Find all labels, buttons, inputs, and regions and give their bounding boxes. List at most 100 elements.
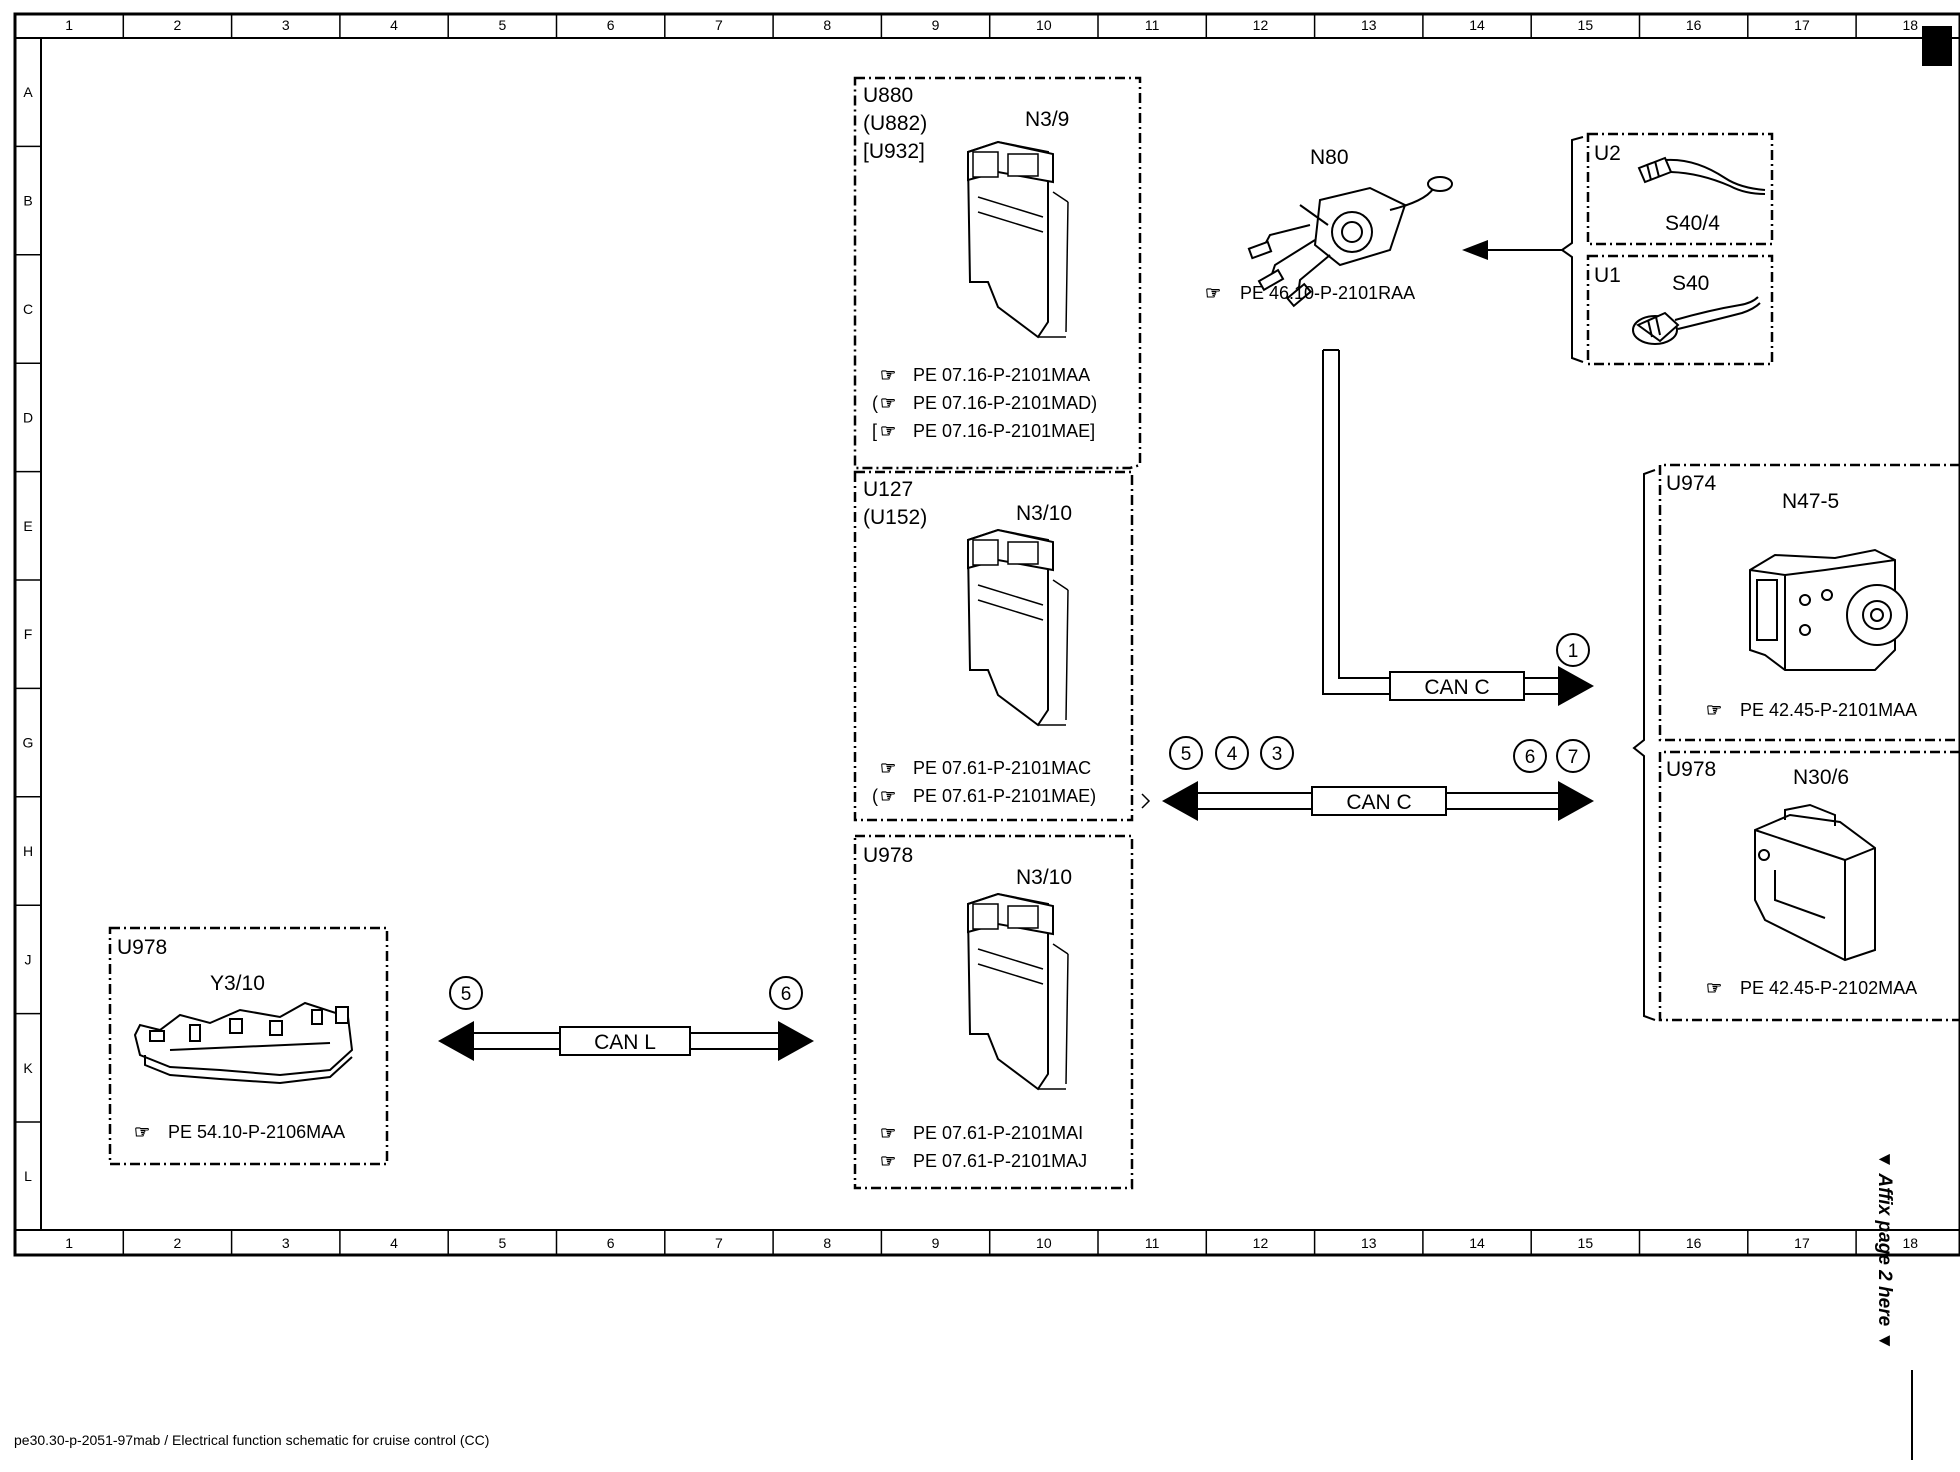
connector-marker xyxy=(1215,736,1249,770)
n3-10-upper-label: N3/10 xyxy=(1016,502,1072,525)
ecu-icon xyxy=(967,892,1069,1091)
steering-column-module-icon xyxy=(1247,176,1453,308)
footer-caption: pe30.30-p-2051-97mab / Electrical functi… xyxy=(14,1432,490,1448)
grid-column-label: 17 xyxy=(1794,1235,1810,1251)
grid-row-label: D xyxy=(23,409,33,425)
n3-10-upper-code-1: U127 xyxy=(863,478,913,501)
n3-10-upper-ref-2: PE 07.61-P-2101MAE) xyxy=(913,786,1096,806)
grid-column-label: 13 xyxy=(1361,1235,1377,1251)
grid-column-label: 3 xyxy=(282,17,290,33)
s40-label: S40 xyxy=(1672,272,1709,295)
grid-row-label: H xyxy=(23,843,33,859)
book-icon: ☞ xyxy=(1706,978,1722,998)
connector-marker xyxy=(769,976,803,1010)
book-icon: ☞ xyxy=(134,1122,150,1142)
grid-column-label: 2 xyxy=(174,1235,182,1251)
connector-marker xyxy=(1260,736,1294,770)
n47-5-code: U974 xyxy=(1666,472,1717,495)
grid-row-label: J xyxy=(25,951,32,967)
book-icon: ☞ xyxy=(880,393,896,413)
connector-marker xyxy=(1513,739,1547,773)
connector-marker xyxy=(449,976,483,1010)
n3-9-ref-2: PE 07.16-P-2101MAD) xyxy=(913,393,1097,413)
n3-9-group: U880 (U882) [U932] N3/9 ☞ PE 07.16-P-210… xyxy=(853,76,1142,470)
grid-column-label: 1 xyxy=(65,17,73,33)
arrow-head xyxy=(1462,240,1488,260)
n47-5-ref: PE 42.45-P-2101MAA xyxy=(1740,700,1917,720)
page-tab-marker xyxy=(1922,26,1952,66)
n80-group: N80 ☞ PE 46.10-P-2101RAA xyxy=(1205,146,1453,308)
connector-marker-label: 3 xyxy=(1272,744,1283,765)
grid-column-label: 4 xyxy=(390,1235,398,1251)
n80-label: N80 xyxy=(1310,146,1349,169)
grid-column-label: 12 xyxy=(1253,17,1269,33)
can-c-mid-label: CAN C xyxy=(1346,791,1411,814)
affix-note-text: Affix page 2 here xyxy=(1874,1173,1895,1327)
grid-column-label: 15 xyxy=(1578,17,1594,33)
grid-column-label: 12 xyxy=(1253,1235,1269,1251)
can-c-top-bus: CAN C 1 xyxy=(1322,349,1594,706)
book-icon: ☞ xyxy=(880,365,896,385)
can-c-mid-bus: CAN C 5 4 3 6 7 xyxy=(1141,736,1594,821)
n30-6-ref: PE 42.45-P-2102MAA xyxy=(1740,978,1917,998)
n80-ref: PE 46.10-P-2101RAA xyxy=(1240,283,1415,303)
grid-column-label: 6 xyxy=(607,1235,615,1251)
grid-row-label: A xyxy=(23,84,33,100)
can-c-top-label: CAN C xyxy=(1424,676,1489,699)
ecu-icon xyxy=(967,528,1069,727)
s40-4-code: U2 xyxy=(1594,142,1621,165)
grid-row-label: K xyxy=(23,1060,33,1076)
book-icon: ☞ xyxy=(880,1123,896,1143)
n3-10-upper-group: U127 (U152) N3/10 ☞ PE 07.61-P-2101MAC (… xyxy=(853,470,1134,822)
switch-lever-icon xyxy=(1632,296,1761,345)
n3-10-lower-code: U978 xyxy=(863,844,913,867)
grid-column-label: 16 xyxy=(1686,1235,1702,1251)
grid-column-label: 18 xyxy=(1902,17,1918,33)
n3-9-ref-1: PE 07.16-P-2101MAA xyxy=(913,365,1090,385)
y3-10-label: Y3/10 xyxy=(210,972,265,995)
grid-column-label: 16 xyxy=(1686,17,1702,33)
s40-code: U1 xyxy=(1594,264,1621,287)
grid-column-labels: 1122334455667788991010111112121313141415… xyxy=(65,14,1918,1255)
n3-10-lower-ref-1: PE 07.61-P-2101MAI xyxy=(913,1123,1083,1143)
grid-column-label: 14 xyxy=(1469,17,1485,33)
connector-marker-label: 7 xyxy=(1568,747,1579,768)
s40-4-label: S40/4 xyxy=(1665,212,1720,235)
grid-column-label: 11 xyxy=(1145,1235,1160,1251)
grid-column-label: 9 xyxy=(932,17,940,33)
grid-column-label: 5 xyxy=(498,1235,506,1251)
grid-column-label: 7 xyxy=(715,17,723,33)
n3-10-lower-group: U978 N3/10 ☞ PE 07.61-P-2101MAI ☞ PE 07.… xyxy=(853,834,1134,1190)
grid-row-label: F xyxy=(24,626,33,642)
can-l-label: CAN L xyxy=(594,1031,656,1054)
valve-body-icon xyxy=(133,1001,354,1085)
grid-column-label: 3 xyxy=(282,1235,290,1251)
n47-5-label: N47-5 xyxy=(1782,490,1839,513)
arrow-head xyxy=(1162,781,1198,821)
switch-lever-icon xyxy=(1637,156,1766,195)
n3-10-lower-label: N3/10 xyxy=(1016,866,1072,889)
book-icon: ☞ xyxy=(880,421,896,441)
grid-column-label: 14 xyxy=(1469,1235,1485,1251)
control-unit-icon xyxy=(1754,803,1876,962)
grid-column-label: 17 xyxy=(1794,17,1810,33)
grid-row-label: L xyxy=(24,1168,32,1184)
connector-marker xyxy=(1556,739,1590,773)
book-icon: ☞ xyxy=(1205,283,1221,303)
n3-9-refs: ☞ PE 07.16-P-2101MAA ( ☞ PE 07.16-P-2101… xyxy=(872,365,1097,441)
book-icon: ☞ xyxy=(1706,700,1722,720)
grid-column-label: 9 xyxy=(932,1235,940,1251)
grid-column-label: 7 xyxy=(715,1235,723,1251)
grid-column-label: 10 xyxy=(1036,17,1052,33)
grid-column-label: 8 xyxy=(823,1235,831,1251)
connector-marker xyxy=(1556,633,1590,667)
connector-marker xyxy=(1169,736,1203,770)
y3-10-ref: PE 54.10-P-2106MAA xyxy=(168,1122,345,1142)
connector-marker-label: 1 xyxy=(1568,641,1579,662)
connector-marker-label: 6 xyxy=(781,984,792,1005)
ecu-icon xyxy=(967,140,1069,339)
n3-10-upper-ref-1: PE 07.61-P-2101MAC xyxy=(913,758,1091,778)
grid-column-label: 8 xyxy=(823,17,831,33)
